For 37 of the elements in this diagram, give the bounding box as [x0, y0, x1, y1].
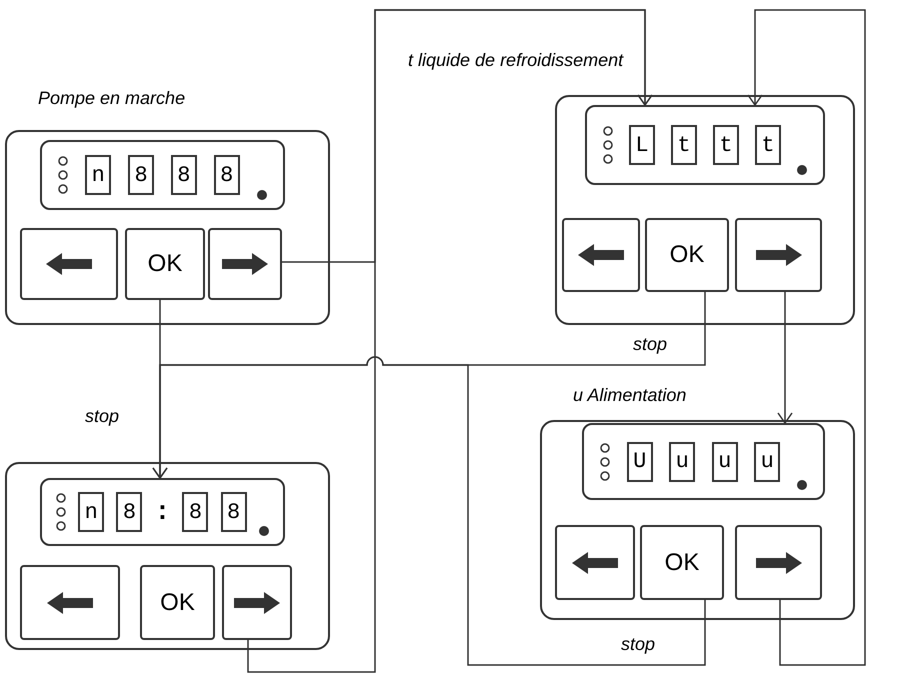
display-character: U — [626, 442, 653, 482]
display-character: u — [754, 442, 780, 482]
arrow-button — [735, 525, 822, 600]
connector-arrow — [747, 9, 866, 666]
connector-arrow — [152, 357, 706, 666]
display-character: 8 — [214, 155, 240, 195]
ok-button: OK — [640, 525, 724, 600]
arrow-button — [222, 565, 292, 640]
display-screen — [40, 478, 285, 546]
display-screen — [582, 423, 825, 500]
display-character: 8 — [220, 492, 247, 532]
display-character: n — [78, 492, 104, 532]
ok-button: OK — [140, 565, 215, 640]
display-character: 8 — [116, 492, 142, 532]
arrow-button — [735, 218, 822, 292]
colon-separator: : — [154, 497, 170, 527]
display-screen — [40, 140, 285, 210]
arrow-button — [555, 525, 635, 600]
display-character: 8 — [128, 155, 154, 195]
arrow-button — [20, 228, 118, 300]
arrow-button — [208, 228, 282, 300]
connector-arrow — [777, 292, 793, 424]
display-character: u — [669, 442, 696, 482]
display-screen — [585, 105, 825, 185]
display-character: t — [671, 125, 697, 165]
display-character: t — [713, 125, 739, 165]
display-character: u — [712, 442, 738, 482]
connector-arrow — [247, 9, 653, 673]
arrow-button — [562, 218, 640, 292]
ok-button: OK — [645, 218, 729, 292]
display-character: L — [629, 125, 655, 165]
ok-button: OK — [125, 228, 205, 300]
display-character: t — [755, 125, 781, 165]
display-character: 8 — [182, 492, 208, 532]
display-character: 8 — [170, 155, 197, 195]
display-character: n — [85, 155, 112, 195]
arrow-button — [20, 565, 120, 640]
